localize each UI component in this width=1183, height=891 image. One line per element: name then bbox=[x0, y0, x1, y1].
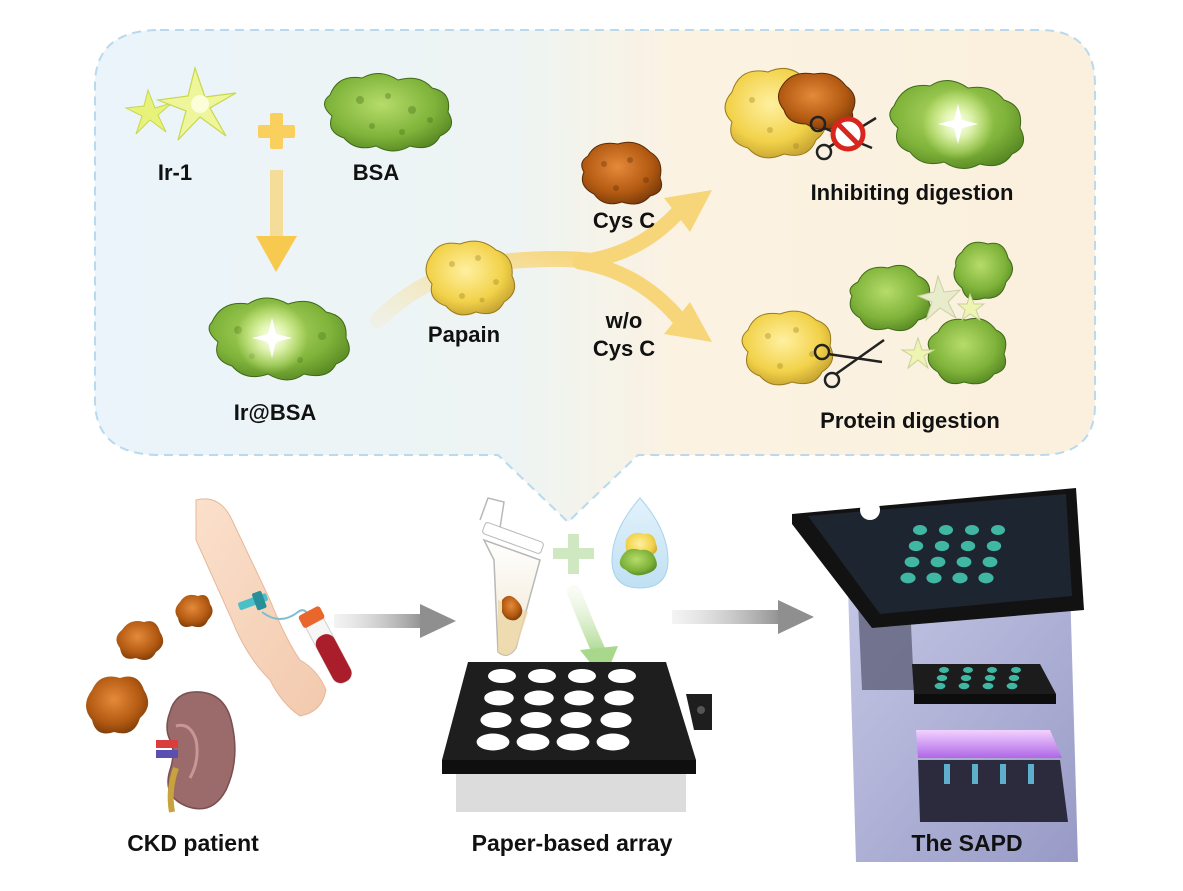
phone-well-preview bbox=[913, 525, 927, 535]
intact-ir-bsa bbox=[889, 80, 1025, 169]
bsa-protein bbox=[324, 73, 453, 152]
device-well bbox=[958, 682, 970, 690]
phone-well-preview bbox=[952, 572, 968, 584]
device-well bbox=[963, 667, 973, 673]
device-well bbox=[934, 682, 946, 690]
array-well bbox=[528, 669, 556, 683]
sparkle-icon bbox=[900, 274, 986, 370]
array-well bbox=[604, 690, 634, 706]
array-well bbox=[600, 712, 632, 728]
phone-well-preview bbox=[908, 540, 924, 552]
device-well bbox=[960, 674, 972, 682]
down-arrow bbox=[256, 170, 297, 272]
array-well bbox=[564, 690, 594, 706]
phone-well-preview bbox=[926, 572, 942, 584]
phone-well-preview bbox=[930, 556, 946, 568]
protein-digestion-label: Protein digestion bbox=[820, 408, 1000, 433]
no-sign-icon bbox=[830, 116, 866, 152]
bsa-label: BSA bbox=[352, 160, 400, 185]
cys-c-label: Cys C bbox=[592, 208, 656, 233]
device-well bbox=[984, 674, 996, 682]
array-well bbox=[560, 712, 592, 728]
ir1-label: Ir-1 bbox=[157, 160, 193, 185]
phone-well-preview bbox=[939, 525, 953, 535]
sapd-label: The SAPD bbox=[911, 830, 1023, 856]
device-well bbox=[1008, 674, 1020, 682]
inhibiting-digestion-label: Inhibiting digestion bbox=[810, 180, 1014, 205]
array-well bbox=[520, 712, 552, 728]
cys-c-protein bbox=[581, 141, 663, 205]
array-well bbox=[608, 669, 636, 683]
without-cys-c-label: Cys C bbox=[592, 336, 656, 361]
phone-well-preview bbox=[904, 556, 920, 568]
bsa-fragments bbox=[849, 241, 1013, 385]
phone-well-preview bbox=[986, 540, 1002, 552]
device-well bbox=[939, 667, 949, 673]
ir1-sparkle-icon bbox=[124, 65, 237, 141]
device-well bbox=[936, 674, 948, 682]
phone-well-preview bbox=[965, 525, 979, 535]
array-wells bbox=[476, 669, 636, 751]
blood-tube bbox=[298, 606, 352, 684]
ckd-patient-label: CKD patient bbox=[127, 830, 259, 856]
inner-wells bbox=[934, 667, 1021, 690]
cys-c-molecules bbox=[86, 594, 213, 734]
plus-icon-green bbox=[553, 534, 594, 574]
device-well bbox=[987, 667, 997, 673]
process-arrow-2 bbox=[672, 600, 814, 634]
array-well bbox=[556, 733, 590, 751]
device-well bbox=[982, 682, 994, 690]
array-well bbox=[476, 733, 510, 751]
paper-array-label: Paper-based array bbox=[471, 830, 673, 856]
array-well bbox=[516, 733, 550, 751]
phone-well-preview bbox=[978, 572, 994, 584]
ir-bsa-label: Ir@BSA bbox=[233, 400, 317, 425]
papain-digesting bbox=[741, 310, 834, 386]
sapd-device bbox=[792, 488, 1084, 862]
phone-well-preview bbox=[934, 540, 950, 552]
papain-protein bbox=[425, 240, 516, 316]
array-well bbox=[568, 669, 596, 683]
mechanism-bubble bbox=[94, 29, 1096, 524]
without-label: w/o bbox=[605, 308, 643, 333]
array-well bbox=[488, 669, 516, 683]
device-well bbox=[1006, 682, 1018, 690]
sample-tube bbox=[479, 497, 544, 656]
ir-bsa-complex bbox=[208, 297, 350, 381]
phone-well-preview bbox=[982, 556, 998, 568]
phone-well-preview bbox=[960, 540, 976, 552]
array-well bbox=[480, 712, 512, 728]
kidney-icon bbox=[156, 691, 236, 813]
phone-wells bbox=[900, 525, 1005, 584]
scissors-open-icon bbox=[813, 338, 885, 389]
device-well bbox=[1011, 667, 1021, 673]
paper-array-plate bbox=[442, 662, 712, 812]
phone-well-preview bbox=[991, 525, 1005, 535]
phone-well-preview bbox=[956, 556, 972, 568]
papain-label: Papain bbox=[427, 322, 501, 347]
array-well bbox=[484, 690, 514, 706]
plus-icon bbox=[258, 113, 295, 149]
patient-arm bbox=[195, 498, 327, 717]
phone-well-preview bbox=[900, 572, 916, 584]
reagent-drop bbox=[611, 497, 669, 589]
array-well bbox=[596, 733, 630, 751]
papain-cysc-complex bbox=[724, 67, 856, 159]
process-arrow-1 bbox=[334, 604, 456, 638]
array-well bbox=[524, 690, 554, 706]
